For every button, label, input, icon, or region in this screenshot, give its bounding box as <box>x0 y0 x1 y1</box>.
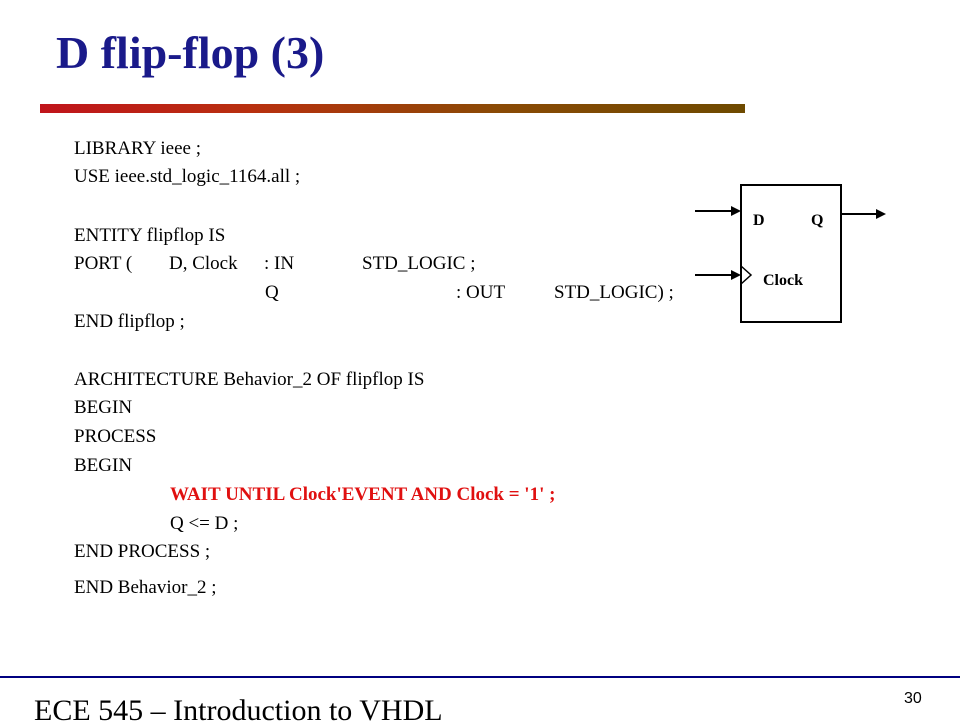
port1-type: STD_LOGIC ; <box>362 253 476 274</box>
code-line-process-begin: BEGIN <box>74 455 133 476</box>
clock-edge-triangle <box>740 265 753 285</box>
q-pin-label: Q <box>811 212 823 229</box>
code-line-entity: ENTITY flipflop IS <box>74 225 226 246</box>
course-footer: ECE 545 – Introduction to VHDL <box>34 694 443 727</box>
code-line-library: LIBRARY ieee ; <box>74 138 201 159</box>
footer-rule <box>0 676 960 678</box>
q-output-arrow <box>876 209 886 219</box>
clock-pin-label: Clock <box>763 272 803 289</box>
code-line-wait-until: WAIT UNTIL Clock'EVENT AND Clock = '1' ; <box>170 484 556 505</box>
code-line-use: USE ieee.std_logic_1164.all ; <box>74 166 301 187</box>
code-line-port2: Q : OUT STD_LOGIC) ; <box>74 281 714 305</box>
clock-input-arrow <box>731 270 741 280</box>
port1-signals: D, Clock <box>169 253 238 274</box>
port-keyword: PORT ( <box>74 253 133 274</box>
flipflop-symbol: D Q Clock <box>695 184 886 323</box>
port2-mode: : OUT <box>456 282 506 303</box>
code-line-begin: BEGIN <box>74 397 133 418</box>
code-line-end-process: END PROCESS ; <box>74 541 211 562</box>
code-line-architecture: ARCHITECTURE Behavior_2 OF flipflop IS <box>74 369 425 390</box>
port2-type: STD_LOGIC) ; <box>554 282 674 303</box>
flipflop-box <box>740 184 842 323</box>
page-number: 30 <box>904 690 922 707</box>
title-underline <box>40 104 745 113</box>
code-line-end-architecture: END Behavior_2 ; <box>74 577 217 598</box>
d-pin-label: D <box>753 212 765 229</box>
code-line-port1: PORT ( D, Clock : IN STD_LOGIC ; <box>74 252 714 276</box>
slide-title: D flip-flop (3) <box>56 27 325 78</box>
code-line-end-entity: END flipflop ; <box>74 311 185 332</box>
port2-signals: Q <box>265 282 279 303</box>
d-input-arrow <box>731 206 741 216</box>
code-line-assign: Q <= D ; <box>170 513 239 534</box>
port1-mode: : IN <box>264 253 295 274</box>
code-line-process: PROCESS <box>74 426 157 447</box>
